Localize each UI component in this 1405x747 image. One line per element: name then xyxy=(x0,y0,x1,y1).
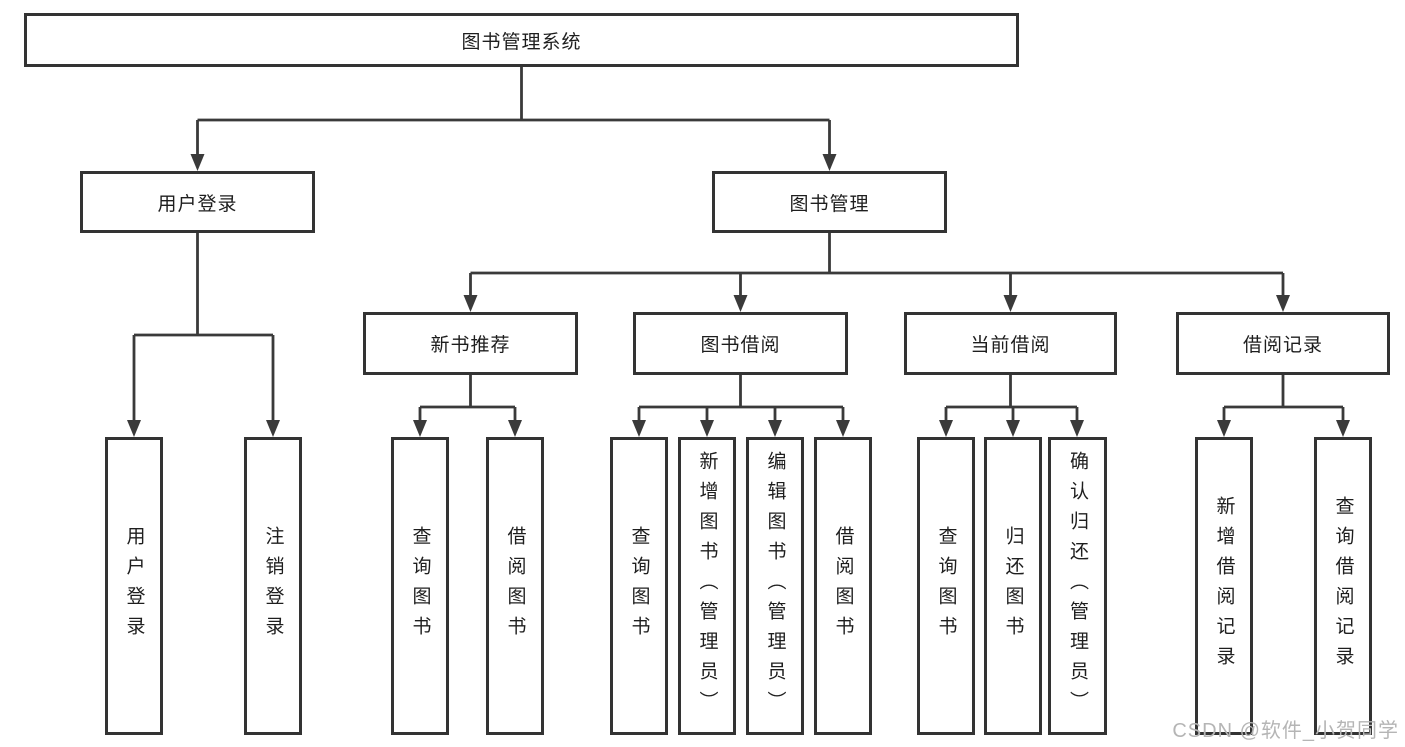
leaf-query-books-borrow: 查询图书 xyxy=(610,437,668,735)
leaf-logout: 注销登录 xyxy=(244,437,302,735)
node-book-borrow: 图书借阅 xyxy=(633,312,848,375)
leaf-return-books-label: 归还图书 xyxy=(1002,526,1024,646)
node-borrow-records-label: 借阅记录 xyxy=(1242,335,1323,356)
node-borrow-records: 借阅记录 xyxy=(1176,312,1390,375)
leaf-logout-label: 注销登录 xyxy=(262,526,284,646)
node-current-borrow-label: 当前借阅 xyxy=(970,335,1051,356)
node-book-management-label: 图书管理 xyxy=(789,193,870,215)
leaf-query-books-current-label: 查询图书 xyxy=(935,526,957,646)
leaf-add-books-admin: 新增图书（管理员） xyxy=(678,437,736,735)
leaf-add-borrow-record-label: 新增借阅记录 xyxy=(1213,496,1235,676)
leaf-borrow-books-recommend-label: 借阅图书 xyxy=(504,526,526,646)
node-book-borrow-label: 图书借阅 xyxy=(700,335,781,356)
leaf-borrow-books-label: 借阅图书 xyxy=(832,526,854,646)
node-root-system: 图书管理系统 xyxy=(24,13,1019,67)
csdn-watermark: CSDN @软件_小贺同学 xyxy=(1172,720,1399,742)
node-user-login-branch-label: 用户登录 xyxy=(157,193,238,215)
leaf-query-books-borrow-label: 查询图书 xyxy=(628,526,650,646)
leaf-query-books-current: 查询图书 xyxy=(917,437,975,735)
node-user-login-branch: 用户登录 xyxy=(80,171,315,233)
leaf-add-books-admin-label: 新增图书（管理员） xyxy=(696,451,718,721)
leaf-return-books: 归还图书 xyxy=(984,437,1042,735)
leaf-query-books-recommend: 查询图书 xyxy=(391,437,449,735)
node-new-book-recommend: 新书推荐 xyxy=(363,312,578,375)
leaf-query-books-recommend-label: 查询图书 xyxy=(409,526,431,646)
leaf-user-login: 用户登录 xyxy=(105,437,163,735)
node-new-book-recommend-label: 新书推荐 xyxy=(430,335,511,356)
leaf-confirm-return-admin-label: 确认归还（管理员） xyxy=(1067,451,1088,721)
leaf-confirm-return-admin: 确认归还（管理员） xyxy=(1048,437,1107,735)
leaf-add-borrow-record: 新增借阅记录 xyxy=(1195,437,1253,735)
leaf-edit-books-admin: 编辑图书（管理员） xyxy=(746,437,804,735)
leaf-borrow-books: 借阅图书 xyxy=(814,437,872,735)
leaf-edit-books-admin-label: 编辑图书（管理员） xyxy=(764,451,786,721)
node-root-label: 图书管理系统 xyxy=(461,31,582,53)
leaf-user-login-label: 用户登录 xyxy=(123,526,145,646)
leaf-borrow-books-recommend: 借阅图书 xyxy=(486,437,544,735)
leaf-query-borrow-record: 查询借阅记录 xyxy=(1314,437,1372,735)
node-current-borrow: 当前借阅 xyxy=(904,312,1117,375)
leaf-query-borrow-record-label: 查询借阅记录 xyxy=(1332,496,1354,676)
node-book-management-branch: 图书管理 xyxy=(712,171,947,233)
